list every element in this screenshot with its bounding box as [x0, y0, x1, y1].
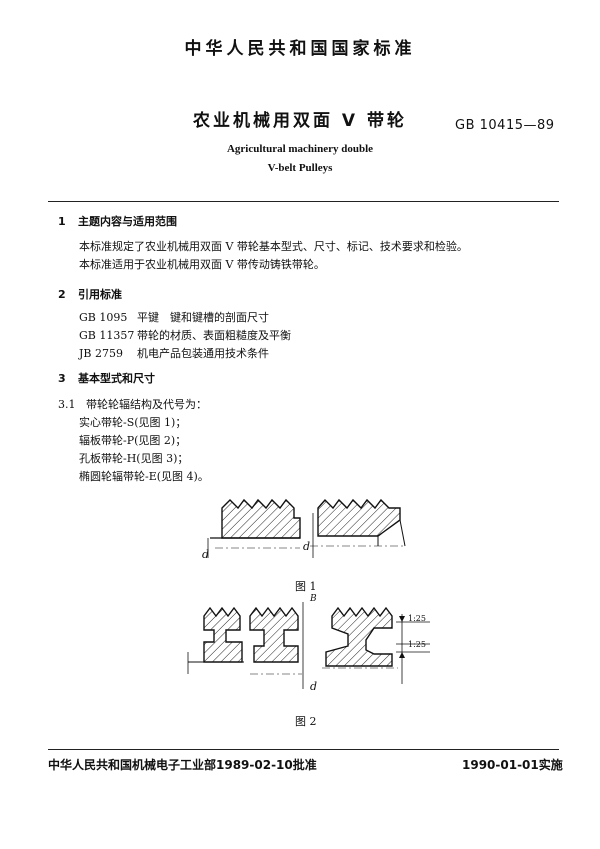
header-divider: [48, 201, 559, 202]
english-title-line-2: V-belt Pulleys: [267, 162, 333, 174]
section-1-para-1: 本标准规定了农业机械用双面 V 带轮基本型式、尺寸、标记、技术要求和检验。: [79, 240, 468, 253]
list-item: 辐板带轮-P(见图 2)；: [79, 434, 187, 447]
slope-label-lower: 1:25: [408, 640, 426, 649]
section-3-title: 基本型式和尺寸: [78, 372, 155, 385]
dim-label-d-fig2: d: [310, 680, 318, 693]
standard-number: GB 10415—89: [455, 118, 555, 133]
reference-code: JB 2759: [79, 347, 123, 360]
footer-divider: [48, 749, 559, 750]
section-2-number: 2: [58, 288, 66, 301]
national-standard-heading: 中华人民共和国国家标准: [184, 39, 416, 59]
figure-1-caption: 图 1: [295, 580, 317, 593]
dim-label-d-left: d: [202, 548, 210, 561]
figure-2-drawing: [187, 602, 430, 689]
section-1-heading: 1 主题内容与适用范围: [58, 213, 177, 229]
english-title-line-1: Agricultural machinery double: [226, 143, 374, 155]
section-1-para-2: 本标准适用于农业机械用双面 V 带传动铸铁带轮。: [79, 258, 325, 271]
list-item: 实心带轮-S(见图 1)；: [79, 416, 187, 429]
section-2-title: 引用标准: [78, 288, 122, 301]
reference-text: 机电产品包装通用技术条件: [137, 347, 269, 360]
implementation-date: 1990-01-01实施: [462, 758, 563, 772]
section-3-heading: 3 基本型式和尺寸: [58, 370, 155, 386]
dim-label-d-right: d: [303, 540, 311, 553]
document-title: 农业机械用双面 V 带轮: [193, 111, 407, 131]
dim-label-B: B: [310, 594, 317, 604]
section-2-heading: 2 引用标准: [58, 286, 122, 302]
figure-1-drawing: [207, 498, 406, 558]
figure-2-caption: 图 2: [295, 715, 317, 728]
section-1-title: 主题内容与适用范围: [78, 215, 177, 228]
reference-code: GB 1095: [79, 311, 128, 324]
approval-line: 中华人民共和国机械电子工业部1989-02-10批准: [48, 758, 317, 772]
section-1-number: 1: [58, 215, 66, 228]
web-pulley-section-2: [249, 602, 304, 689]
english-title: Agricultural machinery double V-belt Pul…: [0, 140, 600, 178]
list-item: 椭圆轮辐带轮-E(见图 4)。: [79, 470, 209, 483]
slope-label-upper: 1:25: [408, 614, 426, 623]
subsection-heading: 带轮轮辐结构及代号为：: [86, 398, 207, 411]
list-item: 孔板带轮-H(见图 3)；: [79, 452, 189, 465]
solid-pulley-section-right: [310, 498, 406, 558]
web-pulley-section-3: [322, 606, 430, 684]
web-pulley-section-1: [187, 606, 244, 674]
reference-text: 带轮的材质、表面粗糙度及平衡: [137, 329, 291, 342]
subsection-3-1: 3.1 带轮轮辐结构及代号为：: [58, 396, 207, 412]
subsection-number: 3.1: [58, 398, 76, 411]
reference-text: 平键 键和键槽的剖面尺寸: [137, 311, 269, 324]
section-3-number: 3: [58, 372, 66, 385]
reference-item: JB 2759 机电产品包装通用技术条件: [79, 345, 269, 361]
solid-pulley-section-left: [207, 498, 301, 558]
reference-item: GB 1095 平键 键和键槽的剖面尺寸: [79, 309, 269, 325]
reference-code: GB 11357: [79, 329, 135, 342]
